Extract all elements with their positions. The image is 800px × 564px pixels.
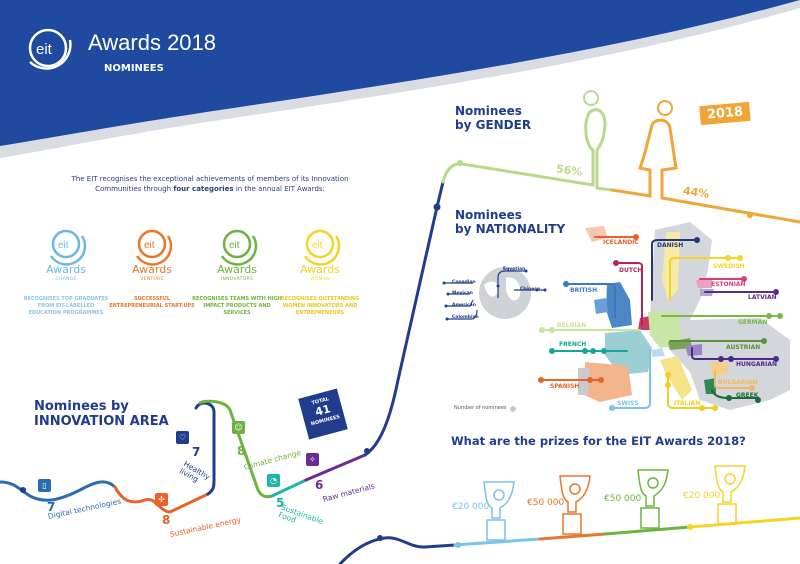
healthy-count: 7 xyxy=(192,445,201,459)
intro-text: The EIT recognises the exceptional achie… xyxy=(71,175,349,193)
innovation-line xyxy=(0,108,800,564)
prizes-title: What are the prizes for the EIT Awards 2… xyxy=(451,434,746,448)
label-swiss: SWISS xyxy=(617,400,639,407)
awards-venture-logo xyxy=(135,229,173,266)
awards-change-logo xyxy=(49,229,87,266)
food-count: 5 xyxy=(276,496,285,510)
label-belgian: BELGIAN xyxy=(557,322,587,329)
svg-text:eit: eit xyxy=(58,240,69,251)
header-title: Awards 2018 xyxy=(88,30,217,55)
heart-icon: ♡ xyxy=(176,431,189,444)
prize-change: €20 000 xyxy=(452,502,490,512)
climate-icon: ☺ xyxy=(232,421,245,434)
energy-count: 8 xyxy=(162,513,171,527)
header-band xyxy=(0,0,800,146)
label-hungarian: HUNGARIAN xyxy=(736,361,778,368)
label-british: BRITISH xyxy=(570,287,598,294)
svg-text:eit: eit xyxy=(229,240,240,251)
digital-technologies-icon: ▯ xyxy=(38,479,51,492)
label-colombian: Colombian xyxy=(452,315,479,320)
prize-woman: €20 000 xyxy=(683,491,721,501)
awards-innovators-logo xyxy=(220,229,258,266)
label-danish: DANISH xyxy=(657,242,684,249)
raw-materials-icon: ✧ xyxy=(306,453,319,466)
europe-map xyxy=(578,222,790,410)
digital-count: 7 xyxy=(47,500,56,514)
globe-icon xyxy=(479,267,531,319)
label-dutch: DUTCH xyxy=(619,267,643,274)
label-greek: GREEK xyxy=(736,392,759,399)
label-austrian: AUSTRIAN xyxy=(726,344,761,351)
apple-icon: ◔ xyxy=(267,474,280,487)
label-american: American xyxy=(452,303,476,308)
label-bulgarian: BULGARIAN xyxy=(718,379,758,386)
total-box xyxy=(298,388,348,440)
label-mexican: Mexican xyxy=(452,291,473,296)
raw-count: 6 xyxy=(315,478,324,492)
trophy-icons xyxy=(483,465,746,541)
label-latvian: LATVIAN xyxy=(748,294,777,301)
label-italian: ITALIAN xyxy=(674,400,701,407)
label-spanish: SPANISH xyxy=(550,383,580,390)
svg-text:eit: eit xyxy=(312,240,323,251)
svg-text:eit: eit xyxy=(36,41,53,58)
svg-text:eit: eit xyxy=(144,240,155,251)
label-estonian: ESTONIAN xyxy=(711,281,746,288)
label-canadian: Canadian xyxy=(452,280,476,285)
label-french: FRENCH xyxy=(559,341,587,348)
awards-woman-logo xyxy=(303,229,341,266)
label-german: GERMAN xyxy=(738,319,768,326)
prize-venture: €50 000 xyxy=(527,498,565,508)
label-chinese: Chinese xyxy=(520,287,541,292)
prize-innovators: €50 000 xyxy=(604,494,642,504)
climate-count: 8 xyxy=(237,444,246,458)
line-dots xyxy=(20,160,753,548)
wind-turbine-icon: ✢ xyxy=(155,493,168,506)
label-egyptian: Egyptian xyxy=(503,267,526,272)
eit-logo-icon xyxy=(28,28,72,70)
label-icelandic: ICELANDIC xyxy=(603,239,639,246)
legend-dot xyxy=(510,406,516,412)
legend-label: Number of nominees xyxy=(454,405,507,411)
header-subtitle: NOMINEES xyxy=(104,63,164,74)
label-swedish: SWEDISH xyxy=(713,263,745,270)
